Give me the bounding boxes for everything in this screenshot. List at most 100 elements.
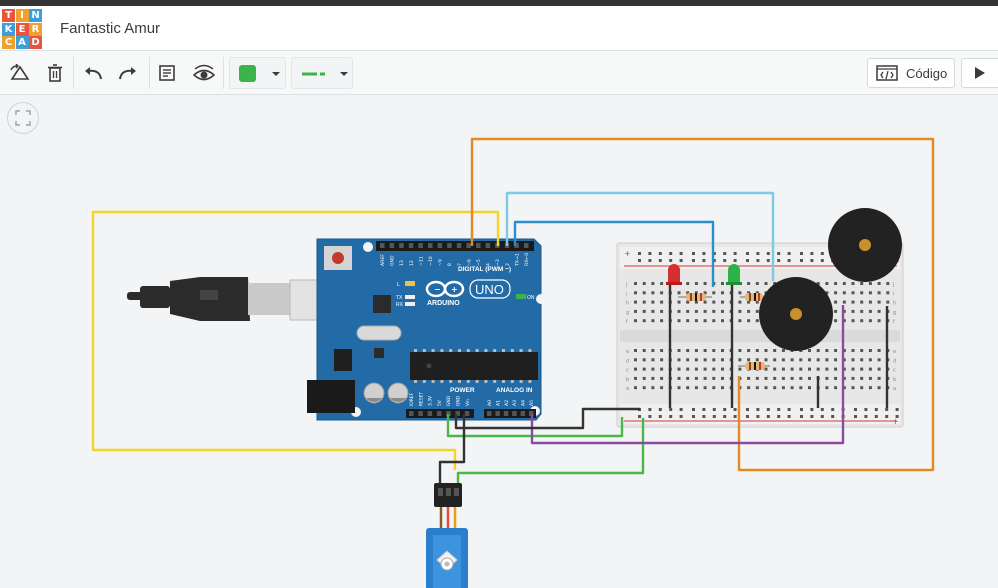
- logo-letter: D: [29, 36, 42, 49]
- fit-view-icon: [15, 110, 31, 126]
- trash-icon: [48, 64, 62, 82]
- wires[interactable]: [91, 137, 935, 490]
- svg-text:j: j: [625, 282, 627, 288]
- digital-pin-label: 8: [447, 263, 453, 266]
- wire-black-servo[interactable]: [438, 414, 466, 484]
- power-pin-label: GND: [446, 395, 452, 406]
- svg-text:f: f: [626, 319, 628, 325]
- visibility-icon: [193, 64, 215, 81]
- fill-color-dropdown[interactable]: [229, 57, 286, 89]
- project-title[interactable]: Fantastic Amur: [60, 20, 161, 37]
- digital-pin-label: GND: [390, 255, 396, 266]
- power-pin-label: IOREF: [409, 392, 415, 406]
- resistor[interactable]: [678, 293, 712, 301]
- analog-header: [484, 409, 536, 418]
- code-button[interactable]: Código: [867, 58, 955, 88]
- wire-blue[interactable]: [513, 220, 715, 287]
- digital-pwm-label: DIGITAL (PWM ~): [458, 266, 511, 273]
- wire-black-gnd[interactable]: [454, 407, 640, 430]
- digital-pin-label: ~10: [428, 256, 434, 266]
- analog-pin-label: A4: [521, 400, 527, 406]
- svg-text:b: b: [626, 377, 629, 383]
- power-pin-label: 3.3V: [428, 396, 434, 406]
- rotate-icon: [10, 64, 30, 80]
- uno-label: UNO: [475, 282, 504, 297]
- arduino-logo: − +: [425, 280, 465, 298]
- wire-green-gnd[interactable]: [446, 414, 624, 438]
- digital-pin-label: TX→1: [514, 253, 520, 267]
- digital-pin-label: ~5: [476, 259, 482, 266]
- resistor[interactable]: [738, 362, 770, 370]
- wire-style-icon: [302, 72, 325, 76]
- digital-pin-label: 7: [457, 263, 463, 266]
- plus-rail-marker: +: [624, 249, 631, 258]
- visibility-button[interactable]: [190, 51, 218, 95]
- digital-pin-label: ~3: [495, 259, 501, 266]
- logo-letter: R: [29, 22, 42, 36]
- undo-button[interactable]: [80, 51, 106, 95]
- usb-chip: [373, 295, 391, 313]
- code-button-label: Código: [906, 65, 948, 81]
- toolbar-separator: [223, 57, 224, 89]
- digital-pin-label: 13: [399, 260, 405, 266]
- logo-letter: N: [29, 9, 42, 22]
- analog-pin-label: A5: [529, 400, 535, 406]
- rotate-button[interactable]: [6, 51, 34, 95]
- piezo-buzzer[interactable]: [828, 208, 902, 282]
- wire-light-blue[interactable]: [505, 191, 775, 281]
- logo-letter: T: [2, 9, 15, 22]
- svg-text:f: f: [893, 319, 895, 325]
- zoom-to-fit-button[interactable]: [7, 102, 39, 134]
- svg-text:j: j: [892, 282, 894, 288]
- svg-text:a: a: [893, 386, 896, 392]
- green-led[interactable]: [726, 264, 742, 285]
- toolbar-separator: [149, 57, 150, 89]
- svg-text:i: i: [626, 291, 627, 297]
- start-simulation-button[interactable]: [961, 58, 998, 88]
- rx-label: RX: [396, 302, 404, 308]
- logo-letter: I: [15, 9, 29, 22]
- logo-letter: K: [2, 22, 15, 36]
- digital-pin-label: ~6: [466, 259, 472, 266]
- power-pin-label: Vin: [465, 399, 471, 406]
- analog-pin-label: A1: [495, 400, 501, 406]
- digital-pin-label: 2: [505, 263, 511, 266]
- logo-letter: E: [15, 22, 29, 36]
- wire-yellow[interactable]: [91, 210, 500, 470]
- toolbar-separator: [73, 57, 74, 89]
- digital-pin-label: ~9: [438, 259, 444, 266]
- delete-button[interactable]: [42, 51, 68, 95]
- svg-text:e: e: [893, 349, 896, 355]
- undo-icon: [85, 67, 102, 80]
- play-icon: [975, 67, 985, 79]
- digital-pin-label: AREF: [380, 254, 386, 266]
- notes-button[interactable]: [154, 51, 180, 95]
- svg-text:c: c: [893, 368, 896, 374]
- red-led[interactable]: [666, 264, 682, 285]
- digital-pin-label: 12: [409, 260, 415, 266]
- analog-pin-label: A3: [512, 400, 518, 406]
- power-pin-label: 5V: [437, 400, 443, 406]
- logo-letter: A: [15, 36, 29, 49]
- piezo-buzzer[interactable]: [759, 277, 833, 351]
- digital-header: [376, 241, 534, 251]
- svg-text:c: c: [626, 368, 629, 374]
- wire-orange[interactable]: [470, 137, 935, 472]
- digital-pin-label: 4: [486, 263, 492, 266]
- svg-text:+: +: [451, 285, 458, 294]
- tx-label: TX: [396, 295, 403, 301]
- power-pin-label: RESET: [418, 392, 424, 406]
- digital-pin-label: RX←0: [524, 253, 530, 266]
- l-led-label: L: [397, 282, 400, 288]
- wire-color-dropdown[interactable]: [291, 57, 353, 89]
- chevron-down-icon: [340, 72, 348, 76]
- micro-servo[interactable]: [426, 483, 468, 588]
- redo-button[interactable]: [115, 51, 141, 95]
- wire-green-servo[interactable]: [456, 418, 645, 490]
- editor-toolbar: Código: [0, 51, 998, 95]
